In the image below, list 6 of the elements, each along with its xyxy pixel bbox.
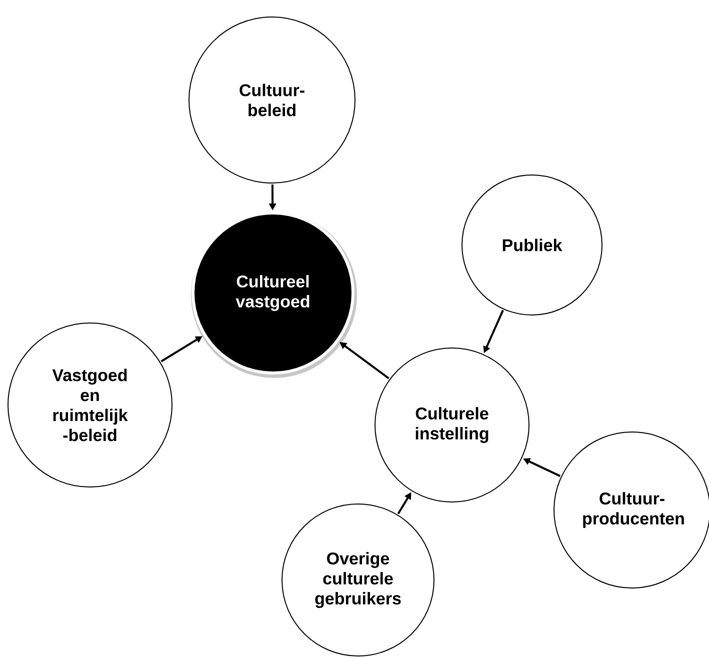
circle-node: Overige culturele gebruikers [282,503,434,656]
circle-node: Culturele instelling [374,348,530,502]
circle-node: Publiek [462,174,602,316]
dark-circle-node: Cultureel vastgoed [192,211,354,374]
circle-node: Vastgoed en ruimtelijk -beleid [8,322,172,488]
circle-node: Cultuur- beleid [188,16,356,184]
